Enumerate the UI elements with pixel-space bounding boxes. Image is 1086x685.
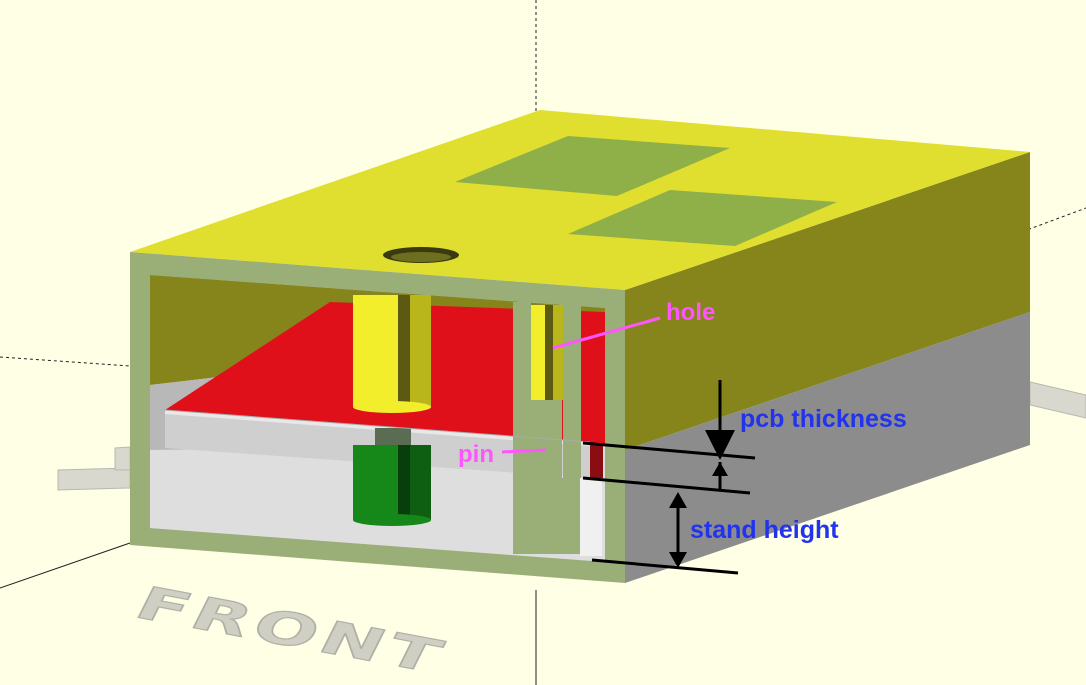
pin-leader xyxy=(501,448,547,454)
pin-label: pin xyxy=(458,441,494,468)
pin-gap xyxy=(580,478,602,556)
pcb-thickness-label: pcb thickness xyxy=(740,405,907,433)
pcb-edge-shadow xyxy=(588,445,603,478)
ghost-text-left xyxy=(57,446,131,491)
stand-height-line-bottom xyxy=(591,558,739,575)
pcb-thickness-arrowhead-down xyxy=(712,444,728,458)
stand-height-label: stand height xyxy=(690,516,839,544)
stand-height-arrowhead-down xyxy=(669,552,687,568)
annotation-pin: pin xyxy=(458,441,547,468)
hole-leader xyxy=(552,316,661,350)
pcb-top-line xyxy=(164,409,591,443)
pcb-edge-strip xyxy=(583,312,603,478)
stand-height-arrowhead-up xyxy=(669,492,687,508)
front-text: FRONT xyxy=(127,577,456,683)
pcb-thickness-line-bottom xyxy=(582,476,751,495)
standoff-right xyxy=(513,302,581,554)
top-hole-inner xyxy=(391,252,451,262)
annotation-stand-height: stand height xyxy=(591,492,839,575)
front-label: FRONT xyxy=(126,577,457,685)
pin-body-left xyxy=(353,428,431,526)
pcb-thickness-arrowhead-up xyxy=(712,462,728,476)
enclosure xyxy=(130,110,1030,583)
case-right-side-lower xyxy=(625,312,1030,583)
top-cutout-1 xyxy=(455,136,730,196)
top-cutout-2 xyxy=(568,190,837,246)
annotation-pcb-thickness: pcb thickness xyxy=(582,380,907,495)
case-top-face xyxy=(130,110,1030,290)
ghost-text-right xyxy=(1029,381,1086,419)
case-right-side-upper xyxy=(625,152,1030,450)
annotation-hole: hole xyxy=(552,299,715,350)
standoff-left xyxy=(353,295,431,413)
hole-label: hole xyxy=(666,299,715,326)
